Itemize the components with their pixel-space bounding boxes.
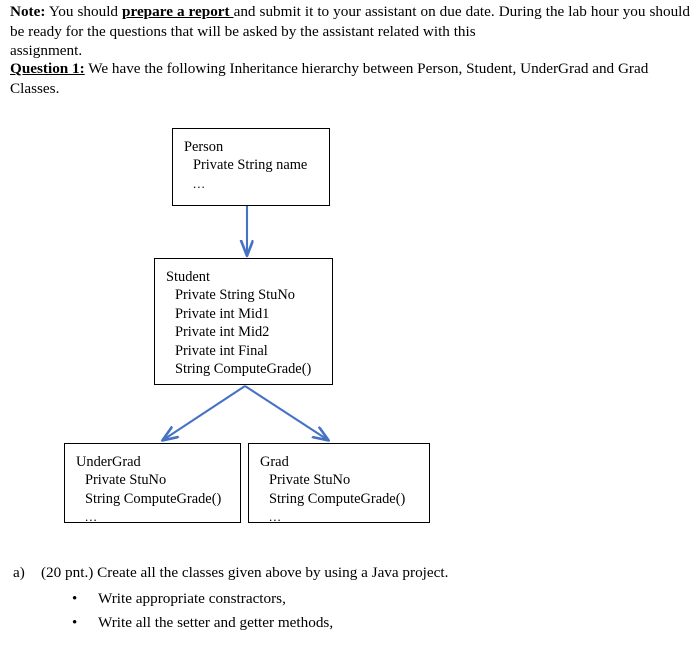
class-ellipsis: ... bbox=[269, 509, 282, 525]
bullet-text: Write all the setter and getter methods, bbox=[98, 614, 334, 631]
arrow-student-to-undergrad bbox=[163, 385, 246, 440]
list-item: • Write appropriate constractors, bbox=[72, 589, 286, 609]
question-text: We have the following Inheritance hierar… bbox=[10, 60, 649, 97]
class-member: Private int Mid1 bbox=[175, 305, 270, 322]
task-item-a: a) (20 pnt.) Create all the classes given… bbox=[13, 563, 448, 583]
note-emphasis-prepare-a-report: prepare a report bbox=[122, 3, 234, 20]
question-paragraph: Question 1: We have the following Inheri… bbox=[10, 59, 686, 98]
class-member: Private StuNo bbox=[85, 472, 167, 489]
class-box-undergrad: UnderGrad Private StuNo String ComputeGr… bbox=[64, 443, 241, 525]
class-member: Private String StuNo bbox=[175, 287, 295, 304]
task-marker: a) bbox=[13, 564, 25, 581]
note-text-before: You should bbox=[45, 3, 123, 20]
class-name-student: Student bbox=[166, 269, 210, 285]
question-label: Question 1: bbox=[10, 60, 85, 77]
class-member: String ComputeGrade() bbox=[175, 361, 312, 378]
class-box-grad: Grad Private StuNo String ComputeGrade()… bbox=[248, 443, 430, 525]
note-text-after: and submit it to your assistant on due d… bbox=[10, 3, 690, 40]
class-member: Private StuNo bbox=[269, 472, 351, 489]
class-ellipsis: ... bbox=[193, 175, 206, 191]
class-member: String ComputeGrade() bbox=[85, 490, 222, 507]
list-item: • Write all the setter and getter methods… bbox=[72, 613, 333, 633]
class-box-person: Person Private String name ... bbox=[172, 128, 330, 206]
class-ellipsis: ... bbox=[85, 509, 98, 525]
bullet-icon: • bbox=[72, 615, 78, 631]
bullet-text: Write appropriate constractors, bbox=[98, 590, 286, 607]
note-last-line: assignment. bbox=[10, 42, 83, 60]
class-name-undergrad: UnderGrad bbox=[76, 454, 141, 470]
bullet-icon: • bbox=[72, 591, 78, 607]
class-box-student: Student Private String StuNo Private int… bbox=[154, 258, 333, 385]
arrow-student-to-grad bbox=[244, 385, 328, 440]
class-name-person: Person bbox=[184, 139, 224, 155]
class-name-grad: Grad bbox=[260, 454, 289, 470]
class-member: Private int Final bbox=[175, 342, 268, 359]
task-text: (20 pnt.) Create all the classes given a… bbox=[41, 564, 449, 581]
class-member: String ComputeGrade() bbox=[269, 490, 406, 507]
note-label: Note: bbox=[10, 3, 46, 20]
class-member: Private int Mid2 bbox=[175, 324, 270, 341]
note-paragraph: Note: You should prepare a report and su… bbox=[10, 2, 690, 61]
class-member: Private String name bbox=[193, 157, 308, 174]
